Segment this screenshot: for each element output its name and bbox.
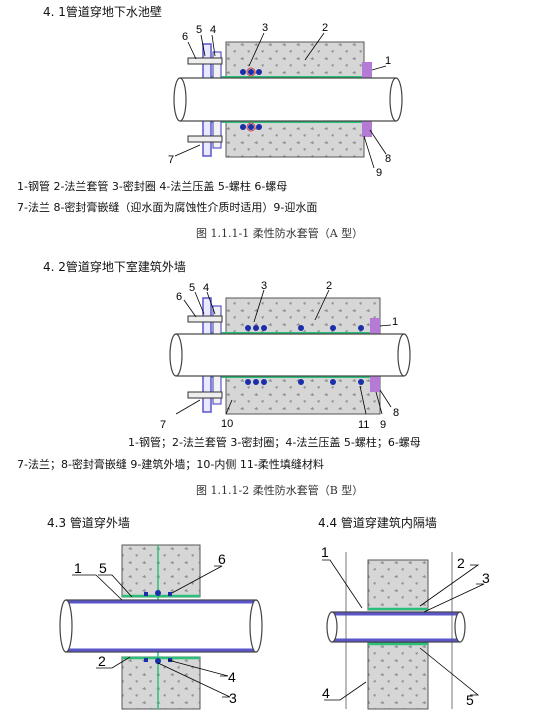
figure-a-pipe <box>179 77 397 122</box>
section-1-legend-line-1: 1-钢管 2-法兰套管 3-密封圈 4-法兰压盖 5-螺柱 6-螺母 <box>17 180 288 193</box>
figure-a-bolt-bottom <box>187 135 223 143</box>
figure-c-callout-1: 1 <box>74 560 82 576</box>
figure-a-callout-9: 9 <box>376 167 382 179</box>
figure-b-callout-3: 3 <box>261 280 267 292</box>
figure-b-callout-10: 10 <box>221 418 233 430</box>
section-4-title: 4.4 管道穿建筑内隔墙 <box>318 516 437 530</box>
figure-a-callout-5: 5 <box>196 24 202 36</box>
figure-a-callout-2: 2 <box>322 22 328 34</box>
figure-a-callout-7: 7 <box>168 154 174 166</box>
figure-d-callout-1: 1 <box>321 544 329 560</box>
figure-a-callout-3: 3 <box>262 22 268 34</box>
figure-a-callout-6: 6 <box>182 31 188 43</box>
figure-c-drawing: 1 5 6 2 4 3 <box>59 544 263 710</box>
figure-d-callout-5: 5 <box>466 692 474 708</box>
figure-c-callout-4: 4 <box>228 669 236 685</box>
figure-b-drawing: 6 5 4 3 2 1 7 10 11 9 8 <box>160 280 411 431</box>
figure-a-callout-8: 8 <box>385 153 391 165</box>
figure-b-callout-5: 5 <box>189 282 195 294</box>
figure-c-wall-upper <box>121 544 201 598</box>
figure-a-sealant-bottom <box>362 121 372 137</box>
figure-c-callout-2: 2 <box>98 653 106 669</box>
figure-a-callout-1: 1 <box>385 55 391 67</box>
figure-b-callout-1: 1 <box>392 316 398 328</box>
figure-b-callout-4: 4 <box>203 282 209 294</box>
section-1-legend-line-2: 7-法兰 8-密封膏嵌缝（迎水面为腐蚀性介质时适用）9-迎水面 <box>17 201 318 214</box>
figure-b-callout-2: 2 <box>326 280 332 292</box>
figure-a-sealant-top <box>362 62 372 78</box>
figure-d-drawing: 1 2 3 4 5 <box>321 544 490 710</box>
section-1-title: 4. 1管道穿地下水池壁 <box>43 5 162 19</box>
figure-d-callout-2: 2 <box>457 555 465 571</box>
section-2-legend-line-1: 1-钢管；2-法兰套管 3-密封圈；4-法兰压盖 5-螺柱；6-螺母 <box>128 436 421 449</box>
figure-d-callout-3: 3 <box>482 570 490 586</box>
section-3-title: 4.3 管道穿外墙 <box>47 516 130 530</box>
figure-b-callout-8: 8 <box>393 407 399 419</box>
section-1-caption: 图 1.1.1-1 柔性防水套管（A 型） <box>196 227 364 240</box>
figure-d-callout-4: 4 <box>322 685 330 701</box>
figure-b-callout-7: 7 <box>160 419 166 431</box>
figure-a-bolt-top <box>187 57 223 65</box>
section-2-title: 4. 2管道穿地下室建筑外墙 <box>43 260 186 274</box>
figure-b-callout-11: 11 <box>358 419 369 431</box>
figure-b-callout-9: 9 <box>380 419 386 431</box>
figure-b-pipe <box>175 333 405 377</box>
figure-d-wall-lower <box>367 642 429 710</box>
figure-a-drawing: 6 5 4 3 2 1 7 8 9 <box>168 22 403 179</box>
figure-d-wall-upper <box>367 559 429 611</box>
figure-a-callout-4: 4 <box>210 24 216 36</box>
section-2-legend-line-2: 7-法兰；8-密封膏嵌缝 9-建筑外墙；10-内侧 11-柔性填缝材料 <box>17 458 324 471</box>
figure-c-callout-6: 6 <box>218 551 226 567</box>
section-2-caption: 图 1.1.1-2 柔性防水套管（B 型） <box>196 484 364 497</box>
figure-c-callout-5: 5 <box>99 560 107 576</box>
figure-b-callout-6: 6 <box>176 291 182 303</box>
figure-c-wall-lower <box>121 656 201 710</box>
figure-c-callout-3: 3 <box>229 690 237 706</box>
